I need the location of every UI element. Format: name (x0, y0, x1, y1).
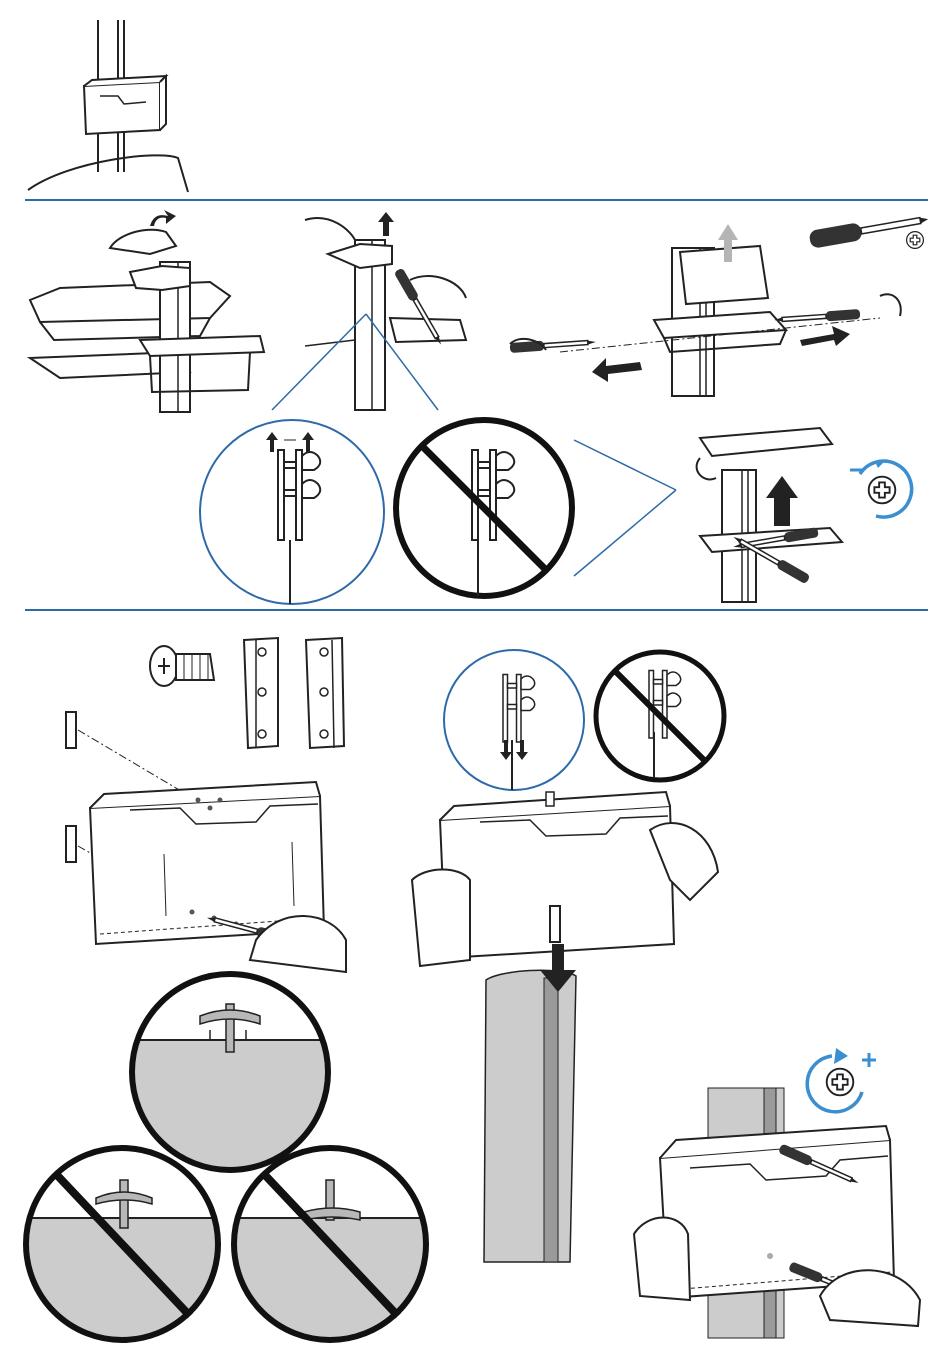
prohibited-screw-depth-callout-icon (230, 1148, 440, 1358)
lift-arrow-icon (150, 210, 176, 226)
correct-clearance-callout-icon (200, 420, 384, 604)
callout-leader-line (574, 490, 676, 576)
correct-clearance-callout-icon (444, 650, 584, 790)
release-knob-illustration (305, 212, 466, 410)
callout-leader-line (574, 440, 676, 490)
tighten-rotation-icon (807, 1048, 876, 1112)
tighten-bin-illustration (634, 1088, 920, 1338)
bin-bracket-attach-illustration (66, 712, 346, 972)
step-remove-bin (30, 210, 930, 604)
step-current-setup (28, 20, 188, 192)
screw-icon (150, 646, 214, 686)
left-arrow-icon (592, 358, 642, 382)
up-arrow-icon (378, 212, 394, 236)
prohibited-clearance-callout-icon (596, 652, 724, 780)
right-arrow-icon (800, 326, 850, 346)
document-bin-icon (84, 76, 166, 134)
unscrew-bin-illustration (510, 210, 930, 396)
bracket-plate-icon (244, 638, 278, 748)
callout-leader-line (272, 314, 366, 410)
lift-bracket-illustration (697, 428, 842, 602)
phillips-head-icon (907, 232, 924, 249)
loosen-rotation-icon (850, 460, 912, 517)
prohibited-clearance-callout-icon (396, 420, 572, 596)
step-install-brackets (20, 638, 920, 1358)
prohibited-screw-depth-callout-icon (20, 1148, 230, 1358)
bracket-plate-icon (306, 638, 344, 748)
cart-cap-removal-illustration (30, 210, 264, 412)
